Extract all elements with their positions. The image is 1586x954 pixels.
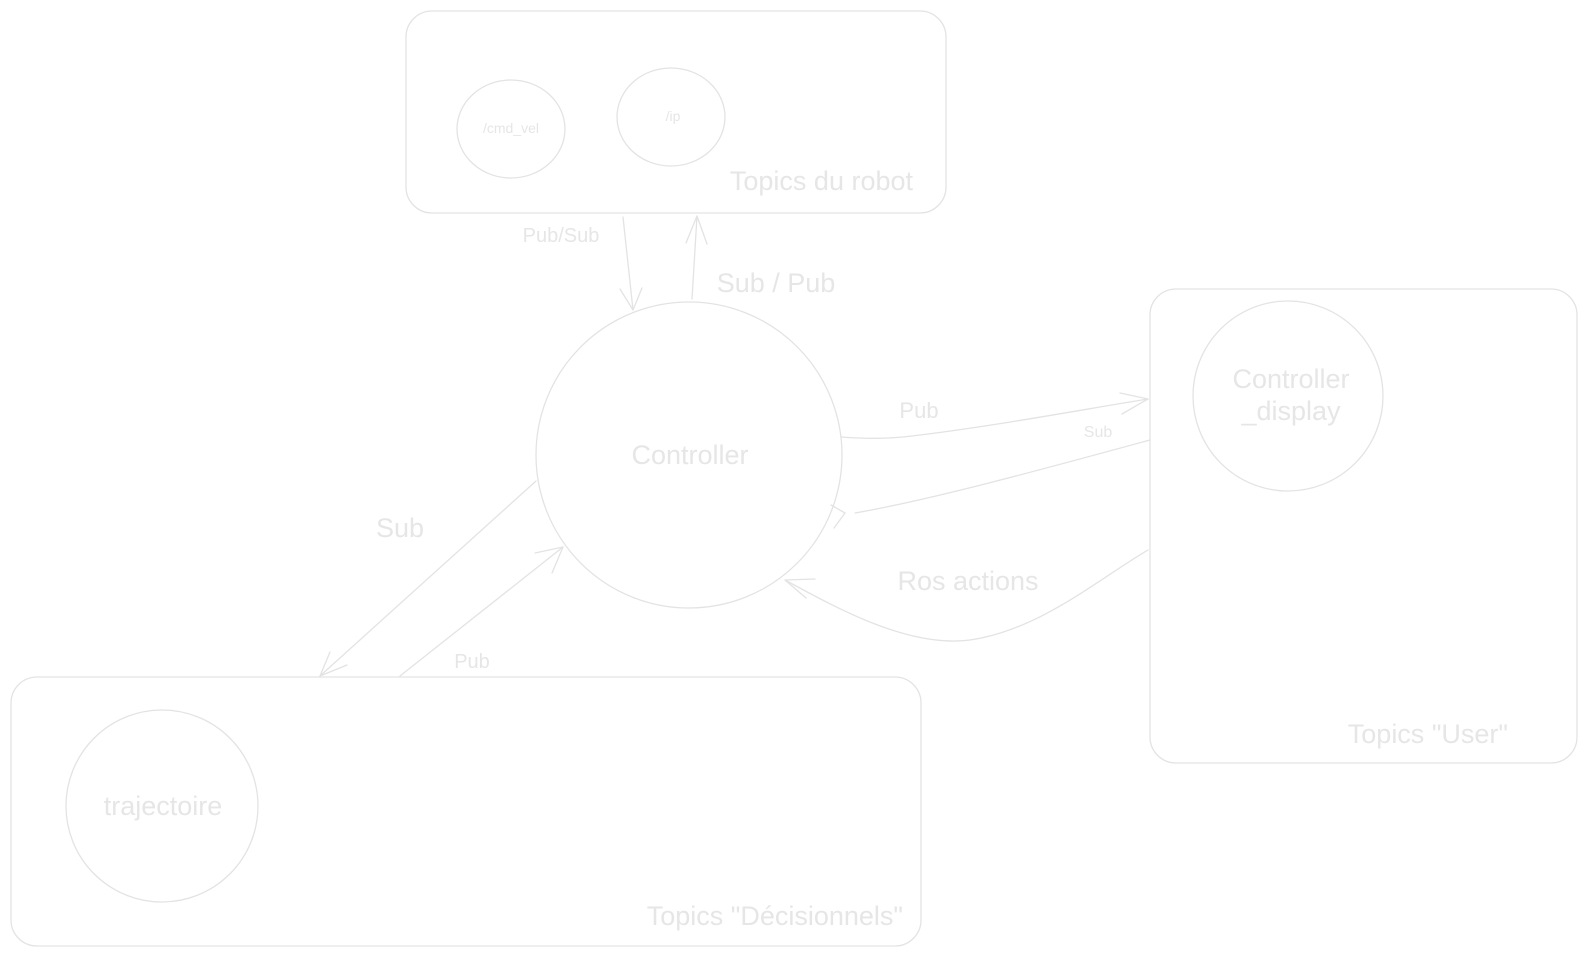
robot-to-controller-arrow <box>619 216 643 311</box>
decision-topics-group <box>10 676 922 947</box>
controller-to-user-arrow <box>840 392 1149 439</box>
user-topics-label: Topics "User" <box>1348 719 1508 749</box>
robot-to-controller-label: Pub/Sub <box>523 225 600 247</box>
controller-to-robot-label: Sub / Pub <box>717 268 836 298</box>
user-topics-group <box>1149 288 1578 764</box>
decision-to-controller-label: Pub <box>454 651 490 673</box>
trajectoire-node[interactable] <box>65 709 259 903</box>
ros-actions-arrow <box>784 549 1149 642</box>
cmd-vel-node[interactable] <box>456 79 566 179</box>
controller-display-label-line2: _display <box>1240 396 1341 426</box>
ros-actions-label: Ros actions <box>897 566 1038 596</box>
robot-topics-group <box>405 10 947 214</box>
controller-display-label-line1: Controller <box>1232 364 1349 394</box>
decision-topics-label: Topics "Décisionnels" <box>647 901 903 931</box>
controller-to-decision-label: Sub <box>376 513 424 543</box>
controller-to-user-label: Pub <box>899 398 938 423</box>
trajectoire-label: trajectoire <box>104 791 223 821</box>
controller-display-node[interactable] <box>1192 300 1384 492</box>
robot-topics-label: Topics du robot <box>730 166 914 196</box>
controller-to-decision-arrow <box>319 480 537 677</box>
cmd-vel-label: /cmd_vel <box>483 120 539 136</box>
decision-to-controller-arrow <box>399 546 564 677</box>
ip-label: /ip <box>666 108 681 124</box>
controller-label: Controller <box>631 440 748 470</box>
controller-node[interactable] <box>535 301 843 609</box>
user-to-controller-label: Sub <box>1084 424 1113 441</box>
controller-to-robot-arrow <box>685 215 708 300</box>
ip-node[interactable] <box>616 67 726 167</box>
user-to-controller-arrow <box>830 439 1151 529</box>
